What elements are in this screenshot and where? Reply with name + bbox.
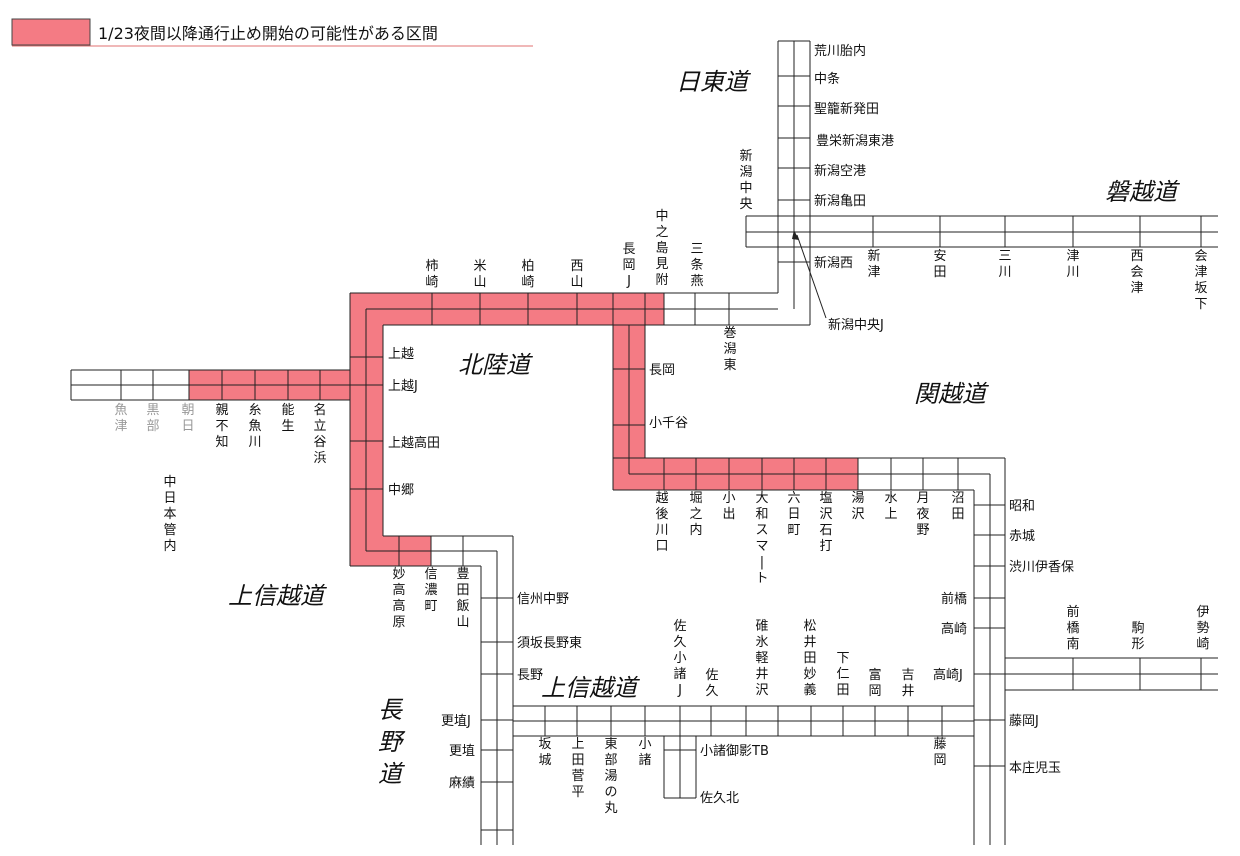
jct-label-takasaki: 高崎J [933,667,963,683]
road-name-joshinetsu-west: 上信越道 [228,582,327,610]
ic-label-nagano: 長野 [517,668,543,683]
road-name-bandai: 磐越道 [1105,178,1180,206]
ic-label-toyota: 豊田飯山 [456,567,469,630]
ic-label-yoneyama: 米山 [473,259,486,290]
ic-label-tsugawa: 津川 [1066,249,1079,280]
ic-label-niigata-kuko: 新潟空港 [814,163,866,179]
ic-label-nagaoka: 長岡 [649,363,675,378]
ic-label-komagata: 駒形 [1131,621,1144,652]
ic-label-niigata-nishi: 新潟西 [814,255,853,271]
ic-label-kakizaki: 柿崎 [425,258,438,290]
ic-label-joetsu-takada: 上越高田 [388,435,440,451]
ic-label-itoigawa: 糸魚川 [248,403,261,450]
ic-label-nou: 能生 [281,403,294,434]
ic-label-yamato: 大和スマ|ト [755,491,768,586]
ic-label-koide: 小出 [722,491,735,522]
legend-swatch [11,18,91,46]
ic-label-nakajo: 中条 [814,71,840,87]
ic-label-suzaka: 須坂長野東 [517,635,582,651]
ic-label-kashiwazaki: 柏崎 [521,259,534,290]
ic-label-sanjo: 三条燕 [690,242,703,289]
ic-label-mikawa: 三川 [998,249,1011,280]
ic-label-aizubange: 会津坂下 [1194,249,1207,312]
ic-label-yasuda: 安田 [933,249,946,280]
ic-label-komoro: 小諸 [638,737,651,768]
ic-label-uozu: 魚津 [114,403,127,434]
ic-label-tomioka: 富岡 [868,667,881,699]
ic-label-nakago: 中郷 [388,483,414,498]
road-name-joshinetsu-south: 上信越道 [541,674,640,702]
road-name-hokuriku: 北陸道 [458,351,533,379]
jct-label-joetsu: 上越J [388,379,418,394]
ic-label-seiro: 聖籠新発田 [814,101,879,117]
ic-label-nishiyama: 西山 [570,259,583,290]
ic-label-niigata-chuo: 新潟中央 [739,148,752,212]
ic-label-nishiaizu: 西会津 [1130,249,1143,296]
legend-text: 1/23夜間以降通行止め開始の可能性がある区間 [98,24,438,43]
ic-label-usuikaruizawa: 碓氷軽井沢 [755,619,768,698]
ic-label-maebashi: 前橋 [941,591,967,607]
tb-label-komoromikage: 小諸御影TB [700,743,769,759]
jct-label-niigata-chuo: 新潟中央J [828,317,884,333]
ic-label-arakawa: 荒川胎内 [814,43,866,59]
road-name-kanetsu: 関越道 [914,380,989,408]
jct-label-kohshoku: 更埴J [441,714,471,729]
ic-label-shibukawa: 渋川伊香保 [1009,560,1074,575]
ic-label-shinshu: 信州中野 [517,592,569,607]
ic-label-shinanomachi: 信濃町 [424,567,437,614]
jct-label-fujioka: 藤岡J [1009,714,1039,729]
ic-label-sakaki: 坂城 [538,737,551,768]
ic-label-tobuyunomaru: 東部湯の丸 [604,736,617,816]
ic-label-makigata: 巻潟東 [723,326,736,373]
road-network [70,40,1218,845]
ic-label-muikamachi: 六日町 [787,491,800,538]
ic-label-showa: 昭和 [1009,499,1035,514]
ic-label-yoshii: 吉井 [901,668,914,699]
ic-label-isesaki: 伊勢崎 [1196,605,1209,652]
ic-label-nadachi: 名立谷浜 [313,402,326,466]
ic-label-tsukiyono: 月夜野 [916,491,929,538]
ic-label-echigokawaguchi: 越後川口 [655,491,668,554]
ic-label-joetsu: 上越 [388,347,414,362]
ic-label-myoko: 妙高高原 [392,567,405,630]
ic-label-matsuida: 松井田妙義 [803,619,816,698]
ic-label-omi: 麻績 [449,776,475,791]
ic-label-kameda: 新潟亀田 [814,193,866,209]
ic-label-saku: 佐久 [705,668,718,699]
ic-label-yuzawa: 湯沢 [851,491,864,522]
road-name-nitto: 日東道 [676,68,751,96]
ic-label-asahi: 朝日 [181,403,194,434]
ic-label-shimonita: 下仁田 [836,651,849,698]
ic-label-honjo: 本庄児玉 [1009,760,1061,776]
ic-label-ojiya: 小千谷 [649,416,688,431]
ic-label-sakukita: 佐久北 [700,791,739,806]
ic-label-kohshoku: 更埴 [449,744,475,759]
ic-label-oyashirazu: 親不知 [215,403,228,450]
ic-label-minakami: 水上 [884,491,897,522]
ic-label-uedasugadaira: 上田菅平 [571,737,584,800]
ic-label-takasaki: 高崎 [941,621,967,637]
ic-label-akagi: 赤城 [1009,529,1035,544]
ic-label-kurobe: 黒部 [146,403,159,434]
ic-label-fujioka: 藤岡 [933,737,946,768]
road-name-nagano: 長野道 [378,696,406,788]
ic-label-niitsu: 新津 [867,248,880,280]
ic-label-horinouchi: 堀之内 [689,491,702,538]
label-chunichi: 中日本管内 [163,475,176,554]
ic-label-maebashi-minami: 前橋南 [1066,604,1079,652]
ic-label-shiozawa: 塩沢石打 [819,491,832,554]
ic-label-toyosaka: 豊栄新潟東港 [816,133,894,149]
ic-label-nakanoshima: 中之島見附 [655,209,668,288]
ic-label-numata: 沼田 [951,491,964,522]
